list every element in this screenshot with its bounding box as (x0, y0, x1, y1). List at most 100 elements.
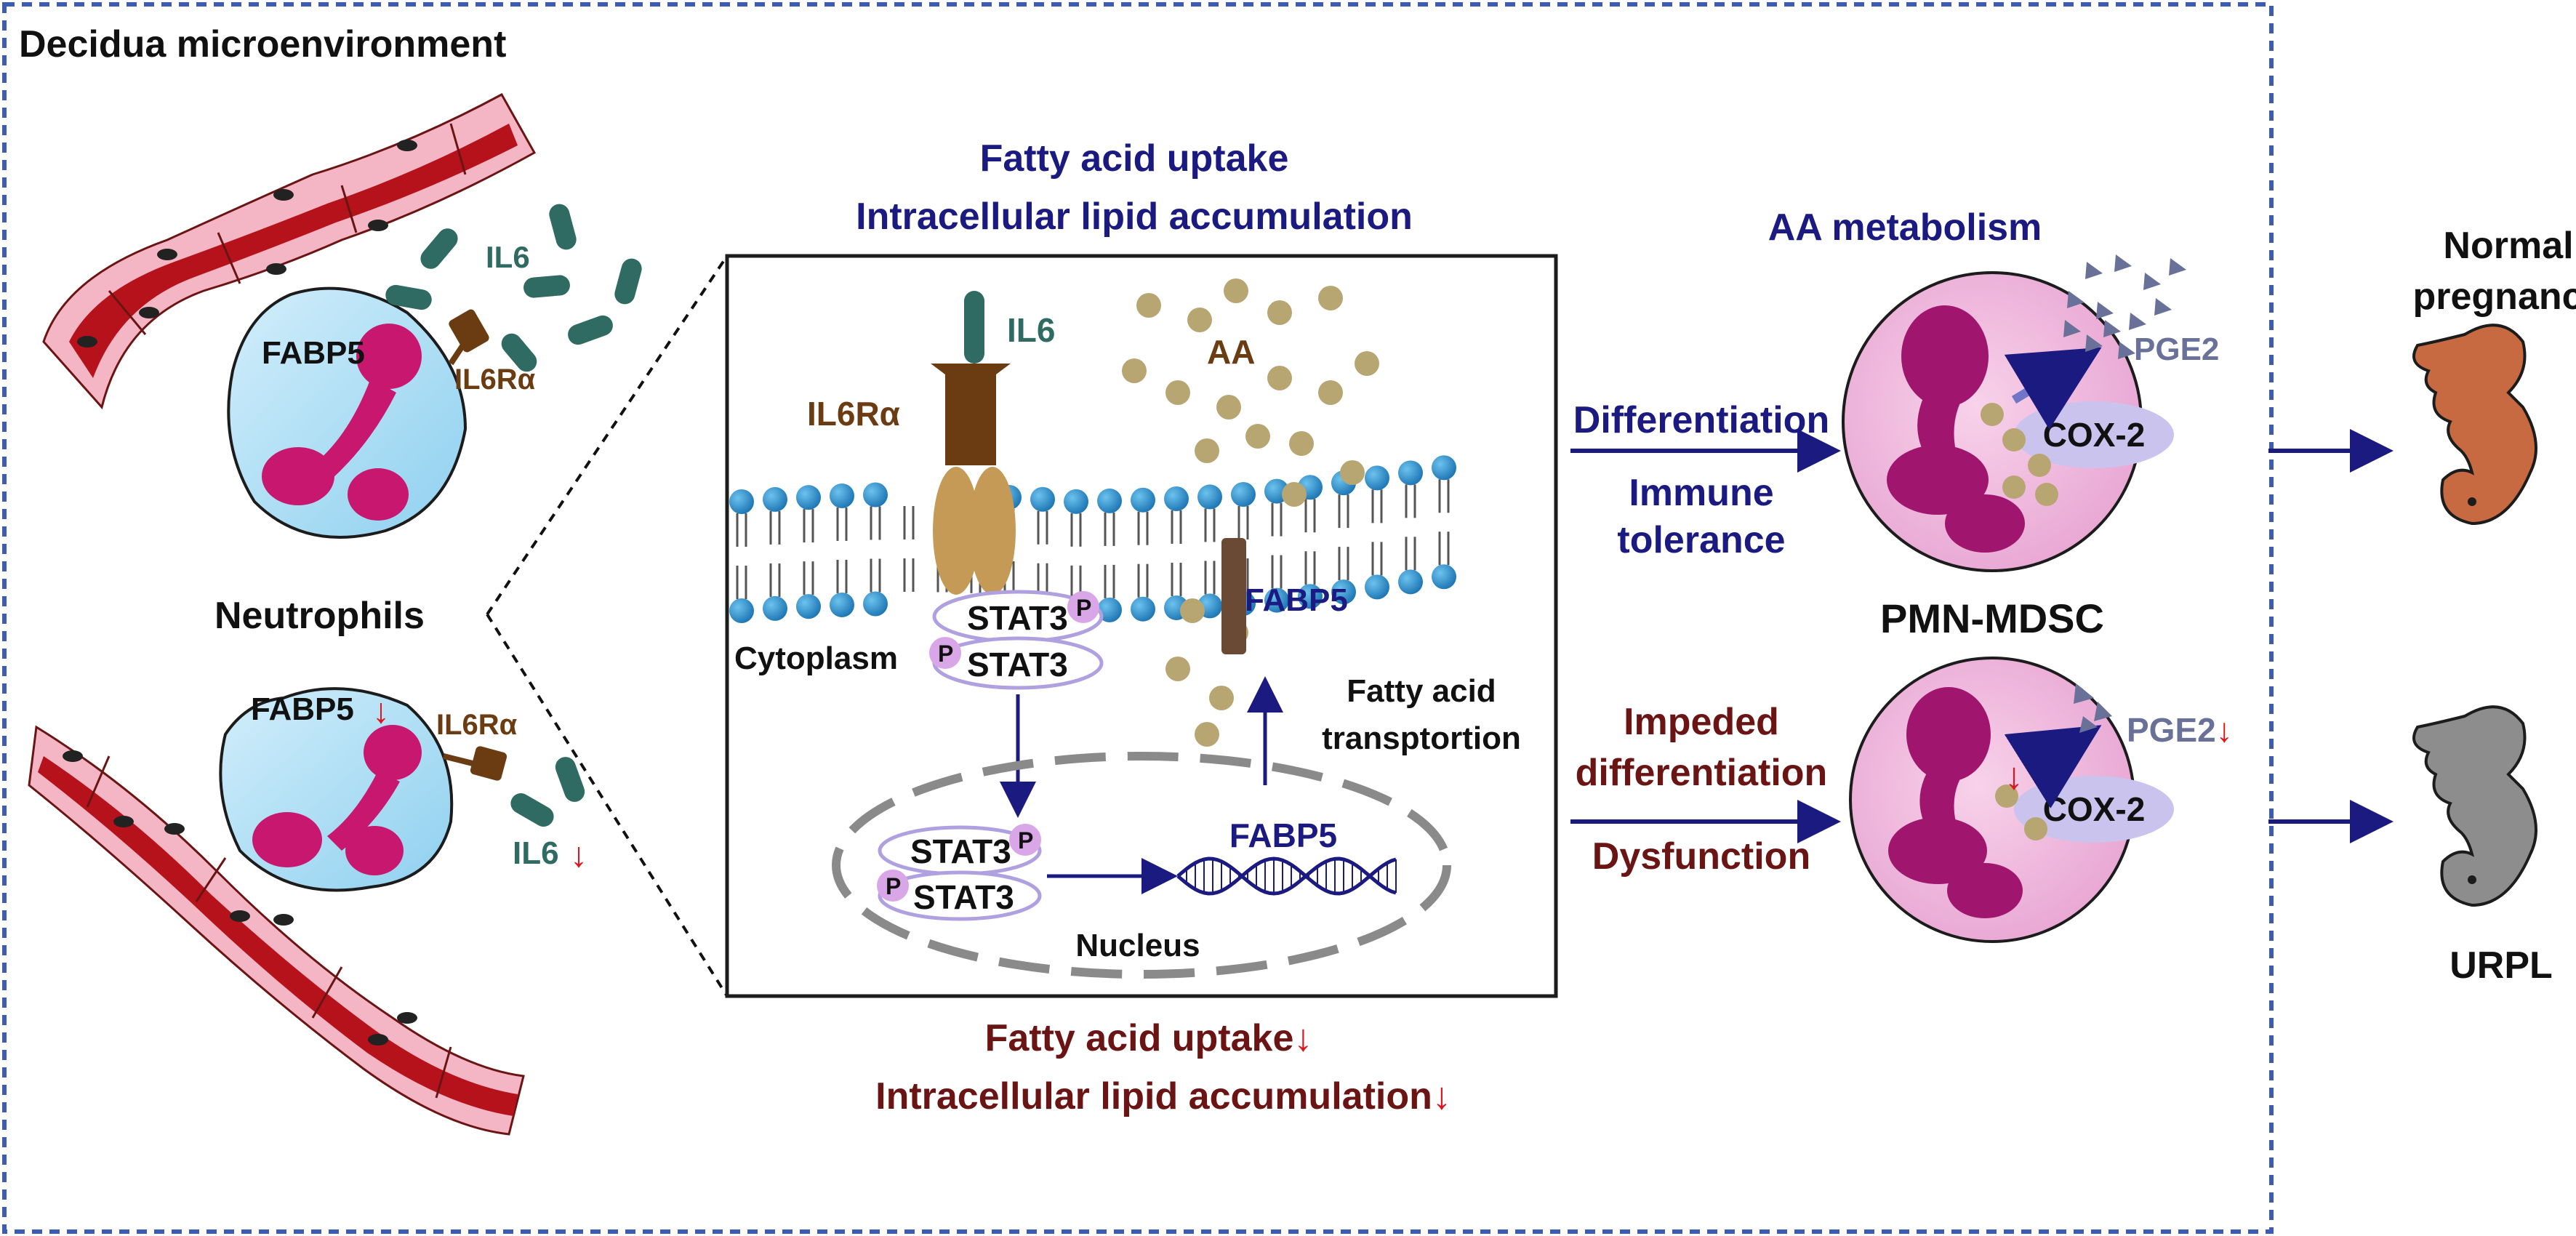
cox2-top-label: COX-2 (2043, 416, 2146, 454)
fabp5-gene-label: FABP5 (1229, 816, 1337, 854)
aa-dot (1282, 482, 1307, 507)
aa-dot (1340, 460, 1365, 485)
stat3-c2-p: P (938, 641, 953, 667)
neutrophils-label: Neutrophils (214, 595, 425, 637)
aa-dot (1267, 300, 1292, 325)
fabp5-label-top: FABP5 (262, 335, 365, 371)
aa-fatty-acids (1122, 278, 1379, 747)
impeded-line2: differentiation (1576, 752, 1828, 794)
pge2-triangle (2143, 273, 2161, 290)
pmn-mdsc-cell-top: COX-2 (1842, 271, 2174, 572)
il6-molecules-bottom (510, 757, 585, 827)
phospholipid (1365, 465, 1389, 600)
aa-dot (1224, 278, 1248, 303)
pge2-triangles-top (2063, 254, 2186, 359)
il6-in-box (964, 291, 984, 364)
stat3-n1: STAT3 (910, 832, 1011, 870)
pmn-mdsc-cell-bottom: COX-2 ↓ (1849, 657, 2174, 943)
pge2-triangle (2169, 258, 2186, 276)
aa-dot (1209, 686, 1234, 710)
stat3-cytoplasm: STAT3 P P STAT3 (929, 590, 1104, 690)
stat3-c1-p: P (1076, 595, 1091, 621)
normal-line2: pregnancy (2413, 276, 2576, 318)
aa-dot (1245, 424, 1270, 449)
aa-metabolism-label: AA metabolism (1768, 206, 2042, 249)
aa-dot (1318, 380, 1343, 405)
zoom-lines (486, 254, 729, 998)
immune-line2: tolerance (1617, 519, 1785, 561)
phospholipid (1097, 488, 1122, 622)
transport-line2: transptortion (1322, 721, 1521, 756)
pge2-triangle (2096, 302, 2114, 319)
urpl-label: URPL (2449, 944, 2553, 987)
center-bottom-line2: Intracellular lipid accumulation↓ (875, 1075, 1451, 1117)
neutrophil-nucleus-top (262, 324, 422, 521)
normal-line1: Normal (2443, 225, 2573, 267)
phospholipid (796, 485, 821, 619)
box-fabp5-membrane-label: FABP5 (1245, 582, 1348, 618)
embryo-urpl (2412, 705, 2537, 907)
il6-label-top: IL6 (486, 240, 530, 274)
immune-line1: Immune (1629, 472, 1773, 514)
aa-dot (1180, 598, 1205, 623)
dysfunction-label: Dysfunction (1592, 835, 1810, 878)
box-il6-label: IL6 (1007, 311, 1055, 349)
pge2-triangle (2085, 262, 2103, 279)
pge2-top-label: PGE2 (2134, 332, 2219, 367)
fabp5-down-arrow: ↓ (372, 692, 390, 731)
blood-vessel-top (42, 92, 537, 410)
stat3-n2-p: P (886, 873, 901, 899)
phospholipid (830, 483, 854, 617)
transport-line1: Fatty acid (1347, 673, 1496, 709)
pge2-triangle (2118, 342, 2135, 359)
cytoplasm-label: Cytoplasm (734, 641, 898, 676)
aa-dot (1195, 722, 1219, 747)
il6-label-bottom: IL6 (513, 835, 559, 871)
box-aa-label: AA (1207, 333, 1255, 371)
mdsc-bottom-down-arrow: ↓ (2005, 755, 2023, 798)
phospholipid (763, 486, 787, 621)
pge2-bottom-label: PGE2↓ (2127, 711, 2233, 749)
aa-dot (1355, 351, 1379, 376)
pge2-triangle (2067, 291, 2085, 308)
aa-dot (1122, 358, 1147, 383)
stat3-nucleus: STAT3 P P STAT3 (877, 824, 1042, 921)
stat3-n2: STAT3 (913, 878, 1014, 916)
fabp5-label-bottom: FABP5 (251, 691, 354, 727)
neutrophil-top: FABP5 IL6Rα IL6 (227, 204, 642, 539)
phospholipid (1164, 486, 1189, 620)
aa-dot (1216, 395, 1241, 420)
nucleus-envelope (832, 752, 1451, 979)
fabp5-dna-helix (1176, 856, 1397, 896)
center-top-line1: Fatty acid uptake (980, 137, 1289, 180)
aa-dot (1165, 657, 1190, 681)
stat3-c2: STAT3 (967, 646, 1068, 683)
phospholipid (863, 482, 888, 617)
cox2-bottom-label: COX-2 (2043, 790, 2146, 828)
pmn-mdsc-label: PMN-MDSC (1880, 595, 2104, 641)
il6ra-receptor-bottom (470, 746, 507, 781)
aa-dot (1136, 293, 1161, 318)
il6-molecules-top (385, 204, 642, 372)
phospholipid (729, 489, 754, 623)
il6ra-membrane-receptor (931, 291, 1016, 595)
il6ra-receptor-top (449, 309, 489, 353)
pge2-triangles-bottom (2074, 683, 2112, 733)
nucleus-label: Nucleus (1075, 928, 1200, 963)
neutrophil-bottom: FABP5 ↓ IL6Rα IL6 ↓ (219, 687, 587, 892)
center-top-line2: Intracellular lipid accumulation (856, 196, 1413, 238)
differentiation-label: Differentiation (1573, 399, 1829, 441)
box-il6ra-label: IL6Rα (807, 395, 900, 433)
aa-dot (1267, 366, 1292, 390)
il6-down-arrow: ↓ (570, 836, 587, 875)
il6ra-label-bottom: IL6Rα (436, 709, 518, 741)
frame-title: Decidua microenvironment (19, 23, 506, 65)
pge2-triangle (2114, 254, 2132, 272)
pge2-triangle (2129, 313, 2146, 330)
aa-dot (1318, 286, 1343, 310)
aa-dot (1289, 431, 1314, 456)
pge2-triangle (2085, 334, 2103, 352)
fabp5-membrane-channel (1221, 538, 1246, 654)
neutrophil-nucleus-bottom (252, 725, 422, 875)
